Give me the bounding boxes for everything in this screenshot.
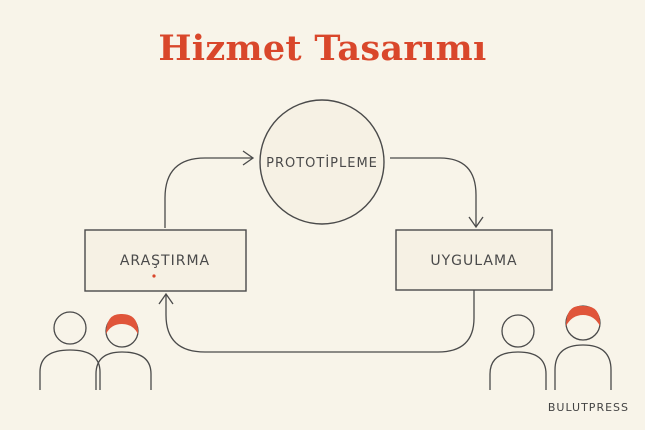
arrow-implement-to-research (165, 290, 475, 353)
people-left-illustration (39, 311, 152, 390)
person-body (95, 351, 152, 390)
person-hair (106, 313, 139, 334)
person-body (554, 344, 612, 390)
person-hair (566, 305, 601, 326)
arrowhead-implement (468, 216, 484, 229)
node-research-label: ARAŞTIRMA (120, 253, 210, 269)
node-research: ARAŞTIRMA (84, 229, 247, 292)
people-right-illustration (489, 305, 612, 390)
person-body (39, 349, 101, 390)
arrowhead-prototype (242, 150, 255, 166)
node-implement-label: UYGULAMA (430, 253, 517, 269)
publisher-brand: BULUTPRESS (547, 401, 629, 414)
arrowhead-research (158, 292, 174, 305)
node-implement: UYGULAMA (395, 229, 553, 291)
node-prototype-label: PROTOTİPLEME (266, 155, 378, 171)
person-body (489, 351, 547, 390)
node-prototype: PROTOTİPLEME (259, 99, 385, 225)
arrow-prototype-to-implement (390, 157, 477, 226)
person-head (53, 311, 87, 345)
diagram-title: Hizmet Tasarımı (158, 28, 487, 69)
person-head (501, 314, 535, 348)
accent-dot (152, 274, 156, 278)
arrow-research-to-prototype (164, 157, 252, 228)
